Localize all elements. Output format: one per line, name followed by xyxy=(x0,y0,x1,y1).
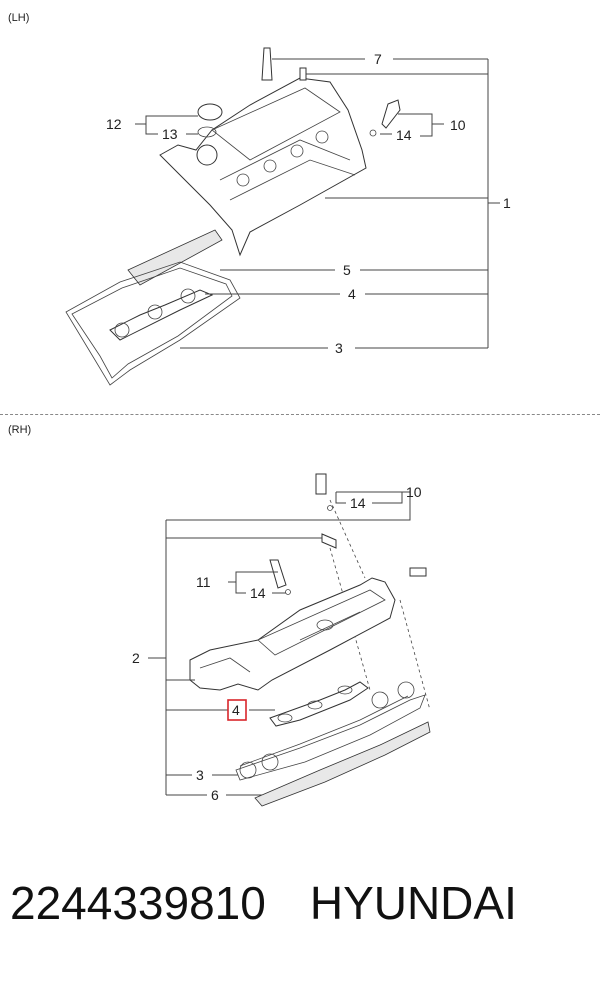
lh-cover-gasket xyxy=(65,261,241,386)
rh-section-label: (RH) xyxy=(8,424,32,436)
lh-leaders xyxy=(135,58,500,349)
lh-callout-10: 10 xyxy=(450,117,466,133)
lh-callout-4: 4 xyxy=(348,286,356,302)
rh-callout-3: 3 xyxy=(196,767,204,783)
lh-plug-gasket xyxy=(127,229,223,286)
brand-name: HYUNDAI xyxy=(309,877,517,929)
lh-callout-12: 12 xyxy=(106,116,122,132)
rh-callout-4: 4 xyxy=(232,702,240,718)
part-number: 2244339810 xyxy=(10,877,266,929)
rh-callout-10: 10 xyxy=(406,484,422,500)
lh-callout-14: 14 xyxy=(396,127,412,143)
rh-callout-2: 2 xyxy=(132,650,140,666)
lh-callout-5: 5 xyxy=(343,262,351,278)
rh-callout-11: 11 xyxy=(196,574,211,590)
exploded-parts-diagram: 7 12 13 10 14 1 5 4 3 xyxy=(65,47,511,807)
rh-cover-gasket xyxy=(235,694,426,781)
lh-callout-1: 1 xyxy=(503,195,511,211)
rh-valve-cover xyxy=(189,577,396,691)
rh-plug-gasket xyxy=(269,681,369,727)
footer: 2244339810 HYUNDAI xyxy=(10,876,590,930)
section-divider xyxy=(0,414,600,415)
rh-callout-6: 6 xyxy=(211,787,219,803)
lh-valve-cover xyxy=(159,77,367,257)
highlight-box xyxy=(227,699,247,721)
lh-section-label: (LH) xyxy=(8,12,30,24)
rh-callout-14-lower: 14 xyxy=(250,585,266,601)
rh-assembly xyxy=(189,473,431,807)
lh-callout-7: 7 xyxy=(374,51,382,67)
lh-callout-13: 13 xyxy=(162,126,178,142)
lh-assembly xyxy=(65,47,401,386)
rh-callout-14-upper: 14 xyxy=(350,495,366,511)
rh-baffle-gasket xyxy=(254,721,431,807)
lh-callout-3: 3 xyxy=(335,340,343,356)
rh-leaders xyxy=(148,491,411,796)
